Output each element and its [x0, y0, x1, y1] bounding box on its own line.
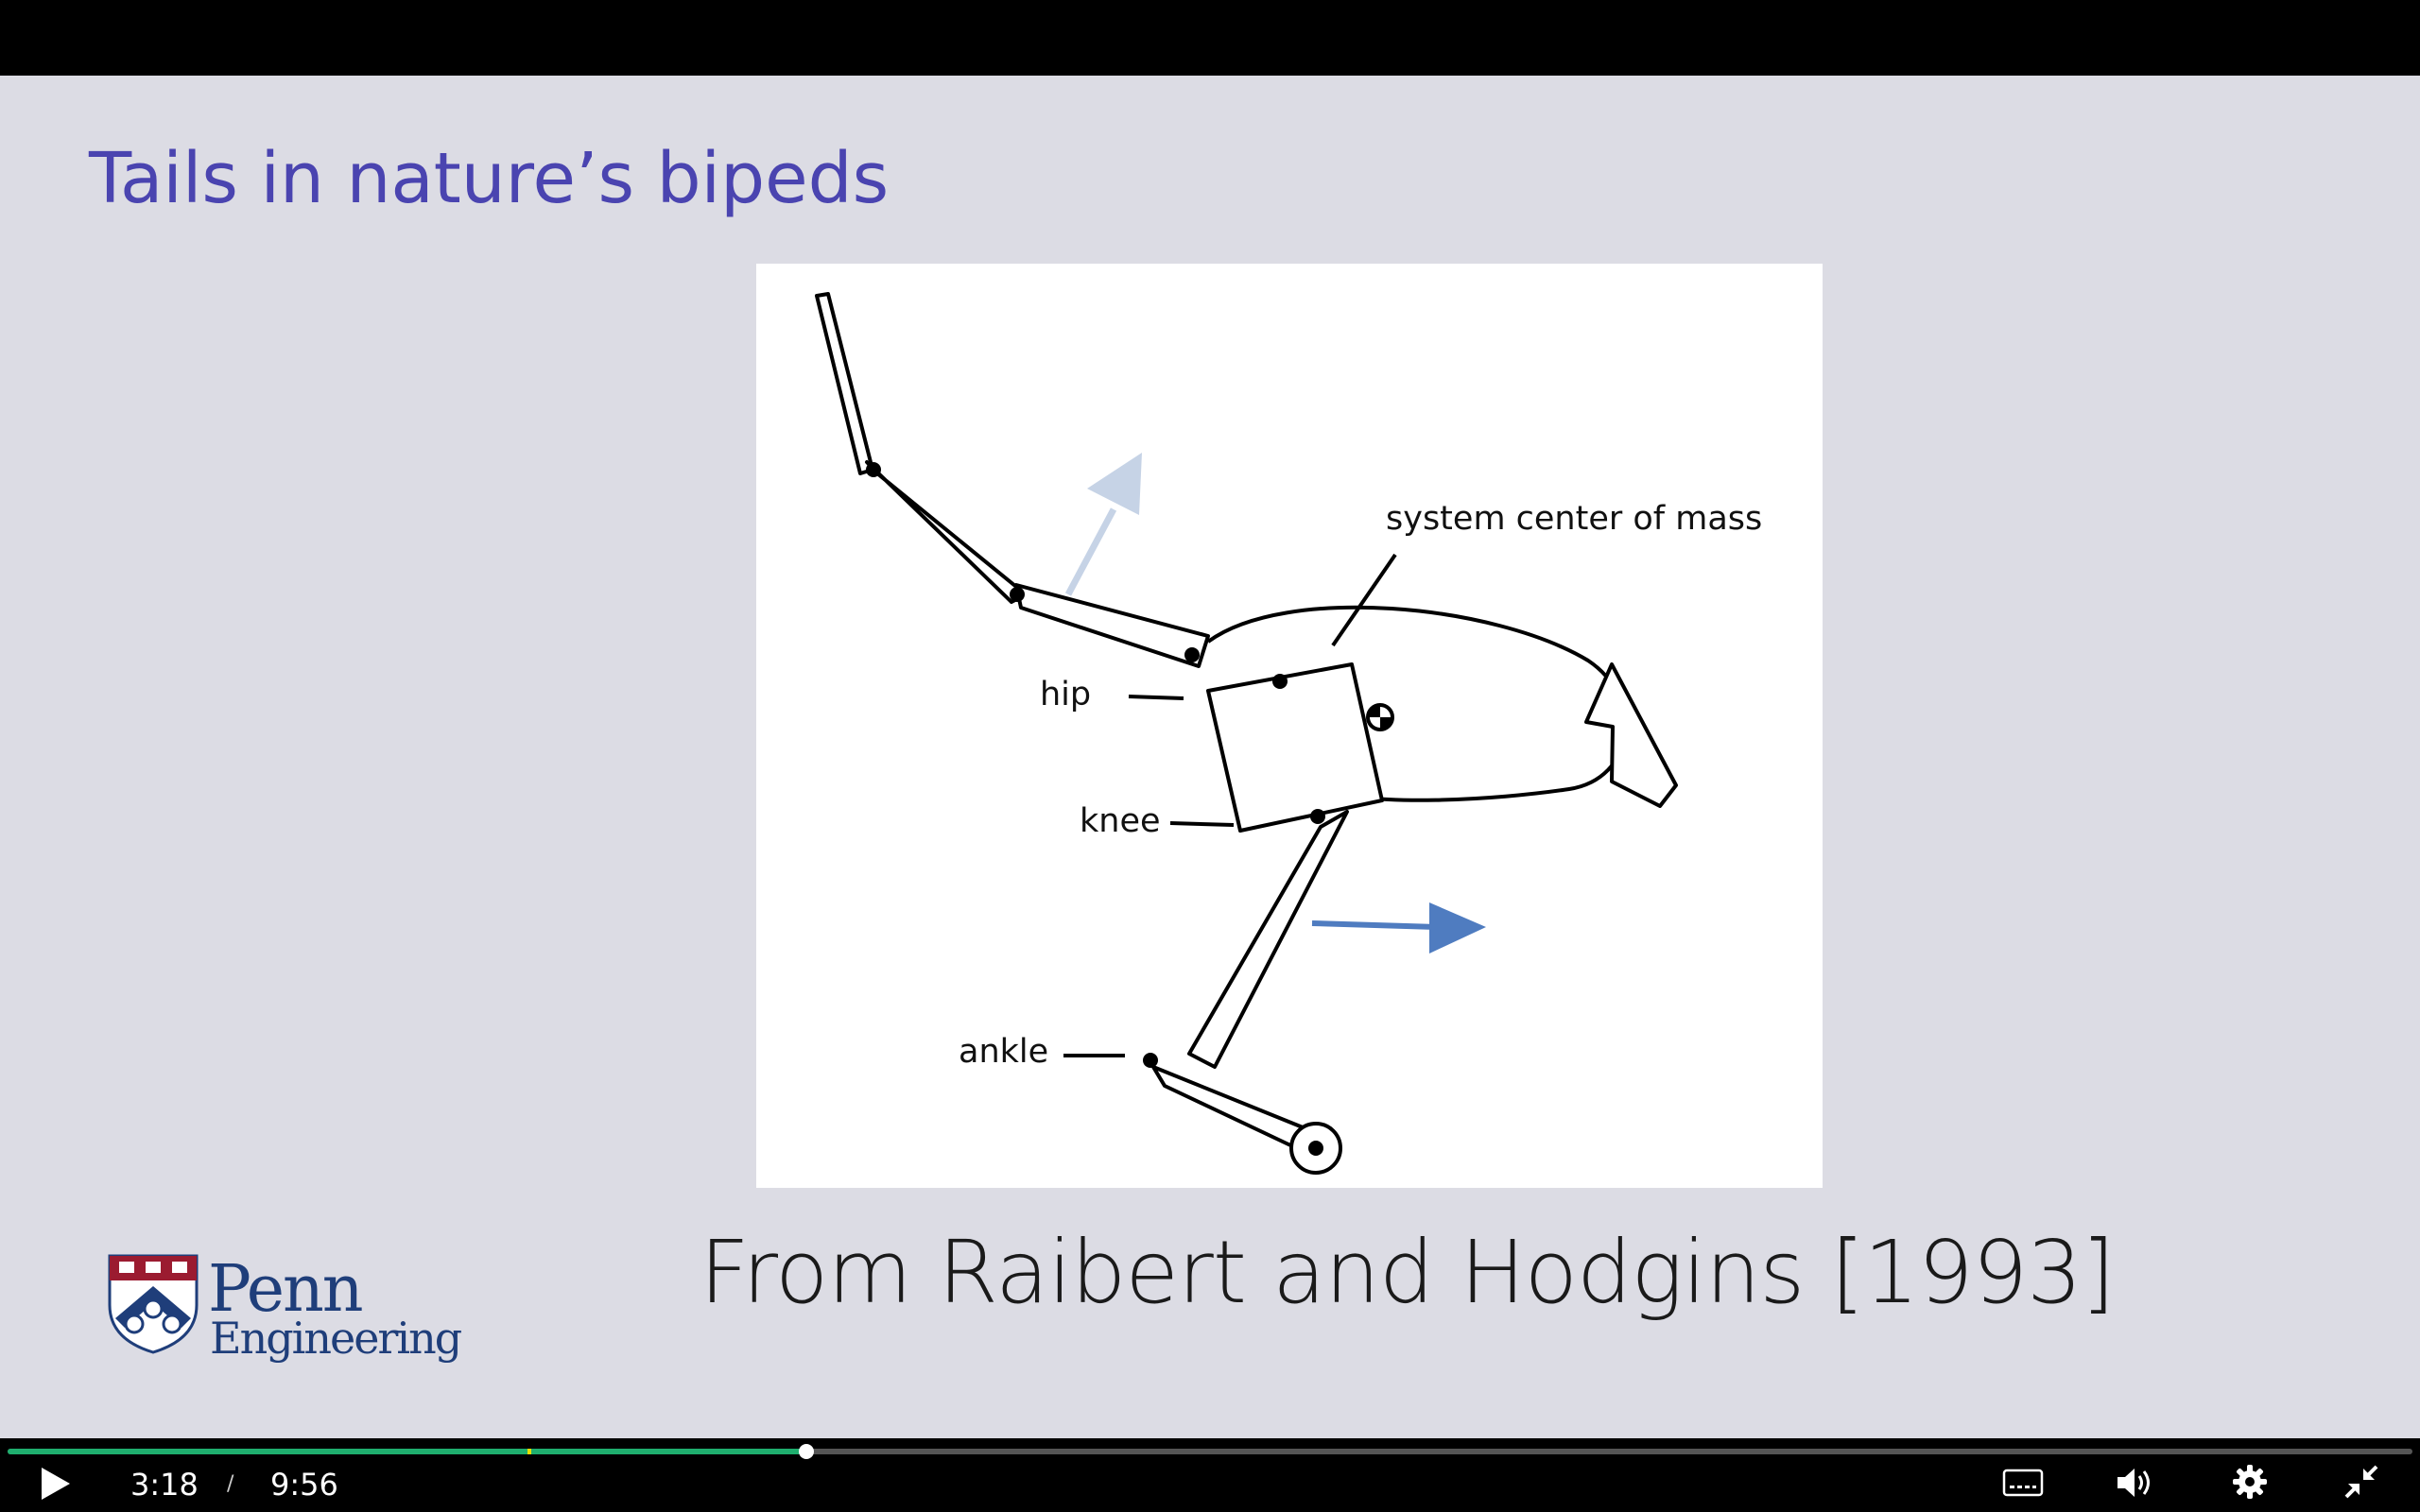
video-controls-bar: 3:18 / 9:56 — [0, 1438, 2420, 1512]
motion-arrow-head — [1429, 902, 1486, 954]
shin-segment — [1187, 810, 1349, 1069]
thigh-top-joint — [1272, 674, 1288, 689]
tail-segment-1 — [815, 292, 874, 475]
label-hip: hip — [1040, 676, 1092, 713]
logo-name: Penn — [208, 1252, 364, 1327]
ankle-joint — [1143, 1053, 1158, 1068]
slide: Tails in nature’s bipeds — [0, 76, 2420, 1438]
exit-fullscreen-button[interactable] — [2342, 1463, 2380, 1501]
duration: 9:56 — [270, 1467, 338, 1503]
volume-icon — [2118, 1469, 2150, 1497]
label-knee: knee — [1080, 802, 1161, 840]
progress-bar[interactable] — [8, 1444, 2412, 1459]
current-time: 3:18 — [130, 1467, 199, 1503]
play-button[interactable] — [36, 1465, 74, 1503]
foot-segment — [1151, 1065, 1314, 1154]
penn-engineering-logo: Penn Engineering — [106, 1252, 462, 1375]
head-segment — [1584, 662, 1678, 808]
captions-button[interactable] — [2002, 1467, 2044, 1499]
captions-icon — [2002, 1469, 2044, 1497]
exit-fullscreen-icon — [2344, 1465, 2378, 1499]
slide-title: Tails in nature’s bipeds — [89, 138, 890, 219]
faint-arrow-shaft — [1064, 507, 1117, 596]
biped-diagram-drawing — [815, 292, 1678, 1175]
tail-joint-1 — [866, 462, 881, 477]
tail-joint-2 — [1010, 587, 1025, 602]
thigh-block — [1206, 662, 1384, 833]
settings-icon — [2233, 1465, 2267, 1499]
motion-arrow-shaft — [1311, 920, 1438, 930]
logo-subtitle: Engineering — [210, 1313, 462, 1364]
top-black-bar — [0, 0, 2420, 76]
volume-button[interactable] — [2116, 1465, 2155, 1501]
progress-marker — [527, 1449, 531, 1454]
hip-joint — [1184, 647, 1200, 662]
settings-button[interactable] — [2231, 1463, 2269, 1501]
label-ankle: ankle — [959, 1033, 1049, 1071]
label-center-of-mass: system center of mass — [1386, 500, 1763, 538]
tail-segment-3 — [1014, 583, 1210, 668]
penn-shield-icon — [108, 1254, 199, 1354]
progress-scrubber[interactable] — [798, 1444, 814, 1459]
knee-pointer-line — [1169, 821, 1235, 827]
time-separator: / — [227, 1472, 234, 1496]
progress-fill — [8, 1449, 806, 1454]
faint-arrow-head — [1087, 453, 1142, 515]
com-pointer-line — [1331, 553, 1397, 647]
slide-caption: From Raibert and Hodgins [1993] — [700, 1222, 2116, 1323]
tail-segment-2 — [865, 460, 1028, 604]
figure-biped-diagram: system center of mass hip knee ankle — [756, 264, 1823, 1188]
knee-joint — [1310, 809, 1325, 824]
hip-pointer-line — [1128, 695, 1184, 700]
play-icon — [42, 1468, 70, 1500]
